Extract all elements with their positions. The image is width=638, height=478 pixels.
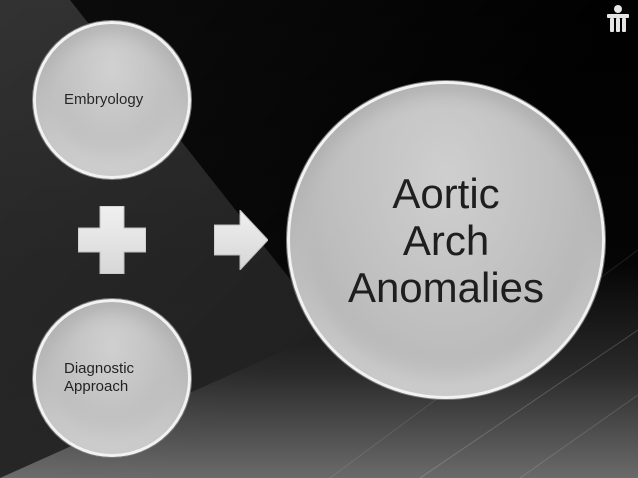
plus-icon [78,206,146,274]
slideshare-logo-icon [607,5,629,32]
main-line-3: Anomalies [347,263,545,311]
aortic-arch-anomalies-label: Aortic Arch Anomalies [290,170,602,311]
embryology-label: Embryology [64,91,144,108]
diagnostic-line-1: Diagnostic [64,360,135,377]
diagnostic-approach-label: Diagnostic Approach [36,360,134,396]
main-line-1: Aortic [392,169,500,217]
diagnostic-line-2: Approach [64,378,129,395]
arrow-right-icon [214,210,268,270]
embryology-node: Embryology [33,21,191,179]
aortic-arch-anomalies-node: Aortic Arch Anomalies [287,81,605,399]
diagnostic-approach-node: Diagnostic Approach [33,299,191,457]
main-line-2: Arch [402,216,490,264]
